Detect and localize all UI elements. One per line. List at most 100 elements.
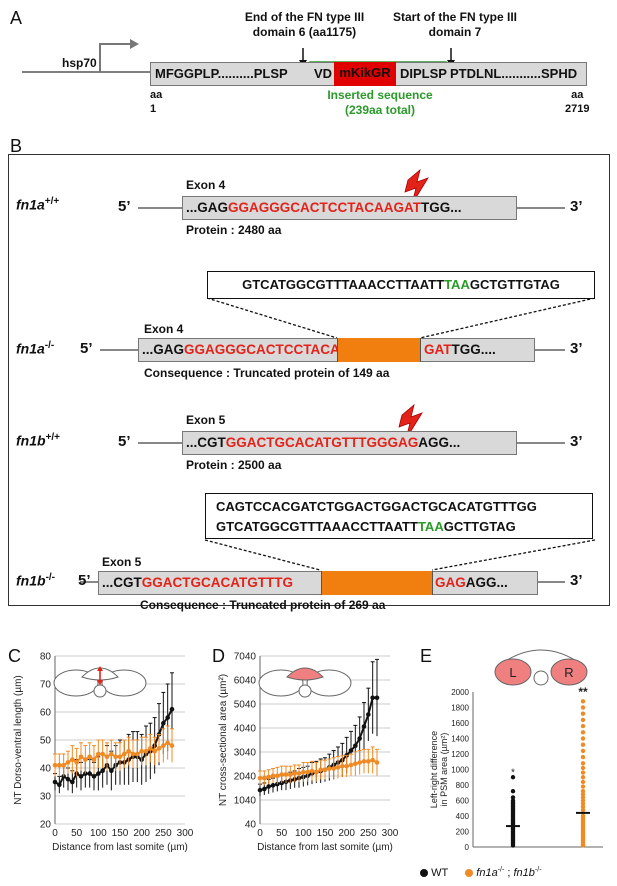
y-tick-label: 70 — [40, 680, 52, 691]
data-point — [78, 774, 84, 779]
data-point — [361, 724, 367, 729]
data-point — [348, 762, 354, 768]
data-point — [96, 771, 101, 776]
aa-start: aa 1 — [150, 88, 162, 116]
seq-black: ...CGT — [186, 435, 226, 450]
fn1a-wt-genotype: fn1a+/+ — [16, 196, 59, 213]
seq-red: GAG — [435, 575, 466, 590]
data-point — [305, 769, 310, 775]
fn1a-mut-exon: Exon 4 — [144, 322, 184, 336]
legend-mut-b-sup: -/- — [534, 866, 542, 873]
annotation-start-l1: Start of the FN type III — [392, 10, 517, 24]
data-point — [283, 772, 289, 777]
data-point — [65, 760, 71, 765]
panel-c-label: C — [8, 646, 21, 666]
data-point — [374, 760, 380, 765]
fn1a-wt-5prime: 5’ — [118, 198, 131, 215]
fn1a-wt-exon: Exon 4 — [186, 178, 226, 192]
seq-black: TGG.... — [451, 342, 496, 357]
seq-left: MFGGPLP..........PLSP — [155, 66, 288, 81]
fn1a-mut-genotype: fn1a-/- — [16, 340, 54, 357]
mkikgr-insert: mKikGR — [334, 62, 396, 86]
data-point — [340, 763, 345, 769]
data-point — [580, 795, 586, 800]
data-point — [327, 766, 332, 771]
y-tick-label: 600 — [456, 797, 470, 806]
fn1a-mut-consequence: Consequence : Truncated protein of 149 a… — [144, 366, 390, 380]
fn1b-wt-genotype: fn1b+/+ — [16, 432, 60, 449]
genotype-sup: -/- — [45, 572, 56, 583]
insert-seq-line2: GTCATGGCGTTTAAACCTTAATTTAAGCTTGTAG — [216, 517, 592, 537]
data-point — [510, 775, 516, 780]
lightning-icon — [398, 403, 423, 440]
y-tick-label: 50 — [40, 736, 52, 747]
data-point — [169, 743, 175, 748]
seq-black: AGG... — [465, 575, 508, 590]
aa-start-l1: aa — [150, 89, 163, 101]
data-point — [61, 762, 66, 768]
stop-codon: TAA — [417, 519, 444, 534]
fn1b-wt-protein: Protein : 2500 aa — [186, 458, 282, 472]
legend-mut-label: fn1a-/- ; fn1b-/- — [476, 866, 542, 879]
insert-seq: GTCATGGCGTTTAAACCTTAATT — [242, 277, 445, 292]
arrow-down-icon — [97, 680, 103, 685]
data-point — [109, 768, 114, 774]
data-point — [279, 780, 284, 786]
y-tick-label: 4040 — [234, 724, 257, 735]
data-point — [275, 781, 280, 787]
insertion-block — [337, 338, 421, 362]
data-point — [357, 736, 362, 741]
x-tick-label: 0 — [52, 828, 58, 839]
panel-d-label: D — [212, 646, 225, 666]
genotype-text: fn1a — [16, 340, 45, 357]
panel-b-label: B — [10, 136, 23, 156]
annotation-end-l2: domain 6 (aa1175) — [252, 25, 357, 39]
data-point — [510, 789, 516, 794]
fn1b-mut-3prime: 3’ — [570, 572, 583, 589]
data-point — [288, 772, 293, 777]
left-label: L — [509, 665, 516, 680]
fn1a-wt-3prime: 3’ — [570, 198, 583, 215]
neural-tube-icon — [286, 667, 324, 681]
genotype-sup: +/+ — [44, 196, 60, 207]
y-tick-label: 80 — [40, 652, 52, 663]
data-point — [257, 787, 263, 793]
seq-red: GGACTGCACATGTTTG — [141, 575, 293, 590]
data-point — [65, 776, 71, 782]
seq-right: PTDLNL...........SPHD — [450, 66, 578, 81]
x-tick-label: 300 — [382, 828, 399, 839]
data-point — [74, 760, 79, 765]
data-point — [510, 798, 516, 803]
fn1b-mut-consequence: Consequence : Truncated protein of 269 a… — [140, 598, 386, 612]
data-point — [266, 784, 271, 789]
data-point — [57, 782, 62, 788]
data-point — [580, 717, 586, 723]
notochord-icon — [533, 670, 549, 686]
fn1b-mut-exon: Exon 5 — [102, 555, 142, 569]
data-point — [580, 736, 586, 741]
data-point — [580, 804, 586, 809]
data-point — [370, 695, 375, 701]
data-point — [580, 742, 586, 747]
y-axis-label: NT Dorso-ventral length (µm) — [13, 675, 24, 805]
data-point — [104, 754, 110, 760]
inserted-l2: (239aa total) — [344, 103, 416, 117]
data-point — [143, 748, 149, 754]
insert-seq: GTCATGGCGTTTAAACCTTAATT — [216, 519, 418, 534]
data-point — [78, 754, 84, 760]
y-tick-label: 1040 — [234, 796, 257, 807]
data-point — [91, 757, 97, 762]
genotype-text: fn1a — [16, 196, 45, 213]
data-point — [580, 779, 586, 785]
x-tick-label: 200 — [338, 828, 355, 839]
y-tick-label: 60 — [40, 708, 52, 719]
fn1b-wt-5prime: 5’ — [118, 433, 131, 450]
data-point — [580, 807, 586, 812]
genotype-text: fn1b — [16, 572, 46, 589]
fn1b-mut-genotype: fn1b-/- — [16, 572, 55, 589]
data-point — [580, 711, 586, 716]
data-point — [270, 783, 276, 788]
insert-seq-line1: CAGTCCACGATCTGGACTGGACTGCACATGTTTGG — [216, 499, 537, 514]
data-point — [301, 769, 306, 775]
